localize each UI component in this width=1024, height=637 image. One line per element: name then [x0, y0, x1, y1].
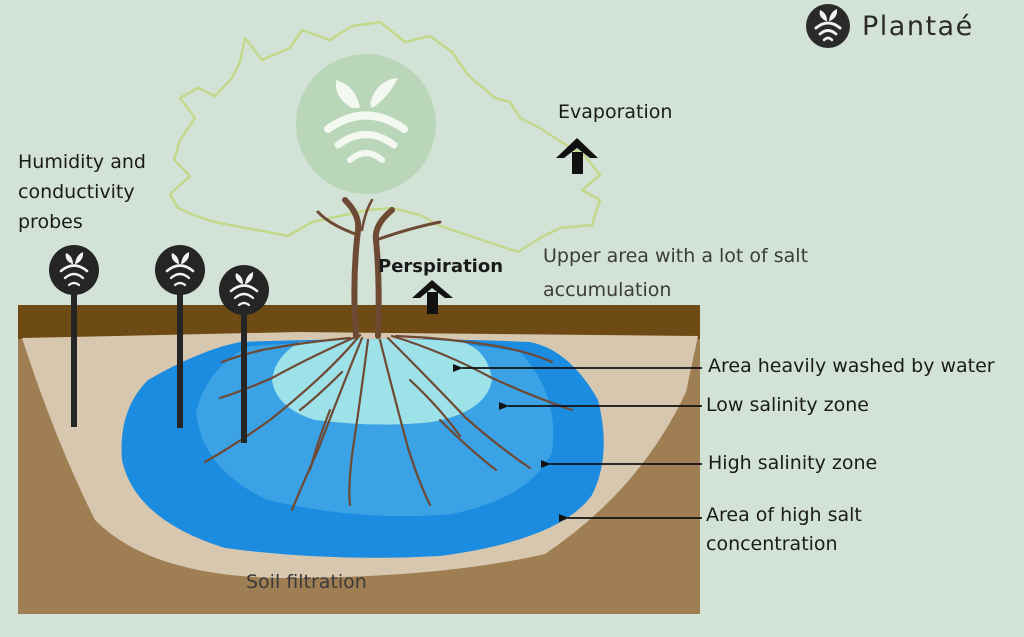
watermark-logo-icon [296, 54, 436, 194]
label-upper-area-line-1: Upper area with a lot of salt [543, 241, 808, 272]
label-perspiration: Perspiration [378, 251, 503, 282]
brand-name: Plantaé [862, 11, 974, 42]
label-soil-filtration: Soil filtration [246, 567, 367, 598]
label-probes-line-3: probes [18, 207, 83, 238]
label-high-salinity: High salinity zone [708, 448, 877, 479]
label-evaporation: Evaporation [558, 97, 672, 128]
brand: Plantaé [806, 4, 974, 48]
label-high-salt-line-1: Area of high salt [706, 500, 862, 531]
label-probes-line-1: Humidity and [18, 147, 146, 178]
label-probes-line-2: conductivity [18, 177, 135, 208]
label-high-salt-line-2: concentration [706, 529, 838, 560]
plantae-logo-icon [806, 4, 850, 48]
label-upper-area-line-2: accumulation [543, 275, 671, 306]
label-low-salinity: Low salinity zone [706, 390, 869, 421]
label-washed-area: Area heavily washed by water [708, 351, 995, 382]
